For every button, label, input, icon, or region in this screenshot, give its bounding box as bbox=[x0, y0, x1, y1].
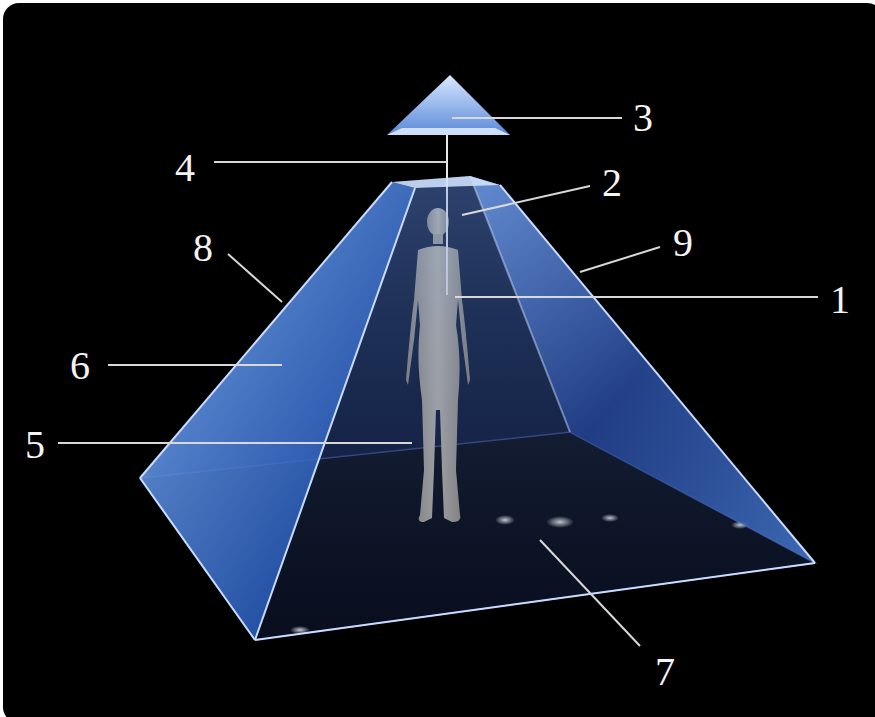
callout-number: 3 bbox=[633, 98, 653, 138]
callout-number: 7 bbox=[655, 652, 675, 692]
pyramid-top bbox=[392, 176, 500, 188]
pyramid-edges bbox=[140, 176, 815, 640]
callout-number: 6 bbox=[70, 346, 90, 386]
callout-number: 4 bbox=[175, 148, 195, 188]
callout-number: 1 bbox=[830, 280, 850, 320]
pyramid-front-face bbox=[255, 185, 815, 640]
background bbox=[3, 3, 875, 717]
callout-number: 8 bbox=[193, 228, 213, 268]
capstone-base bbox=[387, 128, 510, 135]
callout-number: 9 bbox=[673, 223, 693, 263]
callout-number: 5 bbox=[25, 425, 45, 465]
callout-number: 2 bbox=[602, 163, 622, 203]
leader-lines bbox=[58, 118, 818, 646]
capstone bbox=[387, 75, 510, 135]
